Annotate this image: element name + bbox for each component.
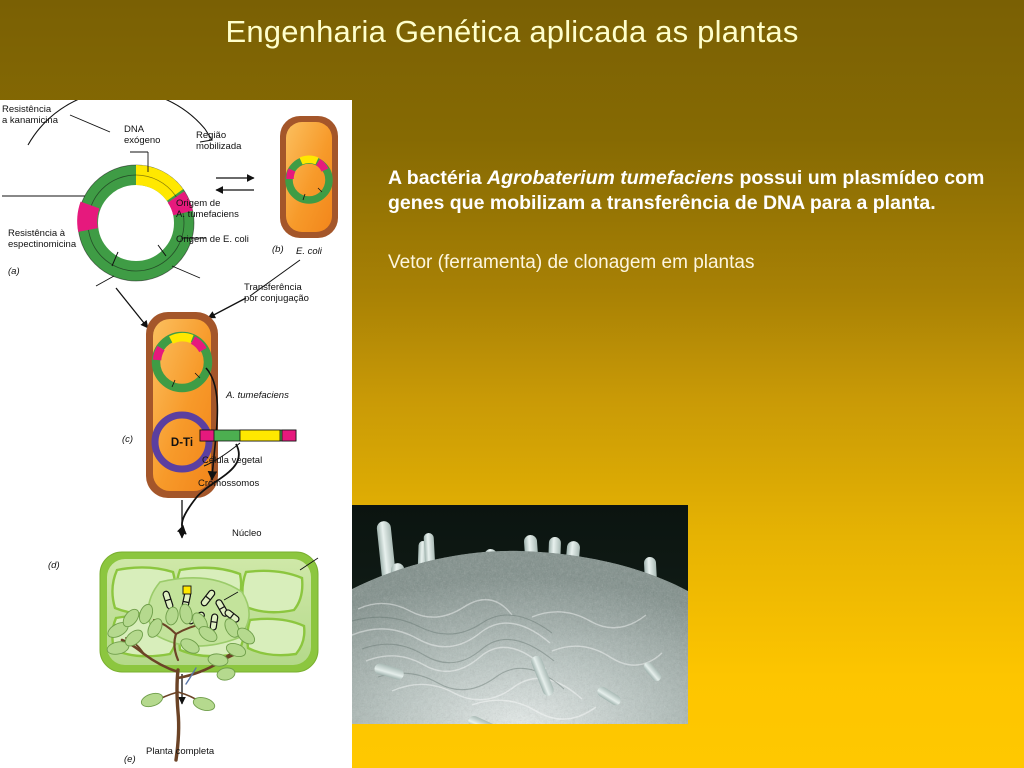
agrobacterium-diagram: D-Ti — [2, 100, 338, 762]
species-name-italic: Agrobaterium tumefaciens — [487, 167, 735, 189]
panel-tag-d: (d) — [48, 560, 60, 571]
label-mobilized-region: Região mobilizada — [196, 130, 242, 152]
label-kanamycin-resistance: Resistência a kanamicina — [2, 104, 58, 126]
label-conjugation-transfer: Transferência por conjugação — [244, 282, 309, 304]
label-plant-cell: Célula vegetal — [202, 455, 263, 466]
body-text-block: A bactéria Agrobaterium tumefaciens poss… — [388, 166, 988, 275]
svg-text:D-Ti: D-Ti — [171, 437, 193, 449]
sem-micrograph — [352, 505, 688, 724]
panel-tag-e: (e) — [124, 754, 136, 765]
label-origin-ecoli: Origem de E. coli — [176, 234, 249, 245]
label-origin-agrobacterium: Origem de A. tumefaciens — [176, 198, 239, 220]
paragraph-primary-suffix: possui um plasmídeo com genes que mobili… — [388, 167, 985, 214]
label-ecoli-cell: E. coli — [296, 246, 322, 257]
panel-tag-b: (b) — [272, 244, 284, 255]
label-nucleus: Núcleo — [232, 528, 262, 539]
sem-micrograph-image — [352, 505, 688, 724]
paragraph-primary-prefix: A bactéria — [388, 167, 487, 189]
figure-panel: D-Ti — [0, 100, 352, 768]
label-spectinomycin-resistance: Resistência à espectinomicina — [8, 228, 77, 250]
label-chromosomes: Cromossomos — [198, 478, 260, 489]
label-agrobacterium-cell: A. tumefaciens — [226, 390, 289, 401]
paragraph-primary: A bactéria Agrobaterium tumefaciens poss… — [388, 166, 988, 216]
panel-tag-a: (a) — [8, 266, 20, 277]
page-title: Engenharia Genética aplicada as plantas — [225, 14, 799, 49]
label-complete-plant: Planta completa — [146, 746, 215, 757]
label-exogenous-dna: DNA exógeno — [124, 124, 161, 146]
paragraph-secondary: Vetor (ferramenta) de clonagem em planta… — [388, 252, 755, 273]
panel-tag-c: (c) — [122, 434, 134, 445]
